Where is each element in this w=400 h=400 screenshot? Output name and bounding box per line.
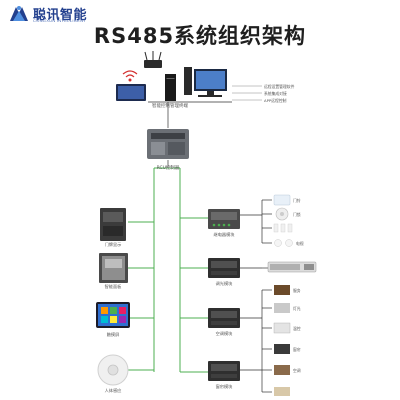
logo-mark-icon bbox=[10, 6, 28, 21]
rcu-controller-icon bbox=[147, 129, 189, 159]
right-module-label-0: 继电器模块 bbox=[214, 231, 236, 238]
right-item-7: 空调 bbox=[293, 368, 301, 373]
touch-screen-icon bbox=[96, 302, 130, 328]
tv-icon bbox=[274, 285, 290, 295]
left-device-label-2: 触摸屏 bbox=[107, 331, 120, 338]
left-device-label-0: 门牌显示 bbox=[105, 241, 122, 248]
doorbell-icon bbox=[273, 194, 291, 206]
side-note-3: APP远程控制 bbox=[264, 98, 287, 103]
right-item-3: 服务 bbox=[293, 288, 301, 293]
tablet-icon bbox=[116, 84, 146, 101]
lamp-icon bbox=[274, 239, 293, 247]
door-lock-icon bbox=[275, 207, 289, 221]
door-display-icon bbox=[100, 208, 126, 241]
ac-unit-icon bbox=[267, 261, 317, 273]
light-icon bbox=[273, 322, 291, 334]
smart-panel-icon bbox=[99, 253, 128, 283]
right-item-0: 门铃 bbox=[293, 198, 301, 203]
ac-module-icon bbox=[208, 308, 240, 328]
right-item-2: 电视 bbox=[296, 241, 304, 246]
side-note-lines bbox=[232, 85, 262, 101]
bulb-icon bbox=[273, 223, 293, 233]
thermostat-icon bbox=[274, 344, 290, 354]
curtain-icon bbox=[274, 365, 290, 375]
right-module-label-3: 窗帘模块 bbox=[216, 383, 234, 390]
controller-label: RCU控制器 bbox=[157, 164, 180, 171]
service-icon bbox=[274, 303, 290, 313]
connection-lines bbox=[148, 101, 272, 393]
side-note-1: 远程设置管理软件 bbox=[264, 84, 295, 89]
computer-icon bbox=[184, 67, 227, 97]
page-title: RS485系统组织架构 bbox=[93, 24, 307, 48]
right-item-4: 灯光 bbox=[293, 306, 301, 311]
logo-subtitle: CONGXUN INTELLIGENT bbox=[33, 18, 87, 23]
logo-name: 聪讯智能 bbox=[33, 8, 88, 23]
dimmer-module-icon bbox=[208, 258, 240, 278]
rs485-bus bbox=[128, 167, 208, 373]
left-device-label-3: 人体感应 bbox=[105, 387, 122, 394]
right-module-label-1: 调光模块 bbox=[216, 280, 234, 287]
side-note-2: 系统集成对接 bbox=[264, 91, 287, 96]
right-module-label-2: 空调模块 bbox=[216, 330, 234, 337]
logo: 聪讯智能 CONGXUN INTELLIGENT bbox=[8, 3, 128, 25]
gateway-icon bbox=[165, 74, 176, 101]
right-item-5: 温控 bbox=[293, 326, 301, 331]
left-device-label-1: 智能面板 bbox=[105, 283, 123, 290]
right-item-6: 窗帘 bbox=[293, 347, 301, 352]
wifi-icon bbox=[122, 70, 138, 82]
right-item-1: 门锁 bbox=[293, 212, 301, 217]
top-devices-label: 智能控制管理终端 bbox=[152, 102, 188, 109]
curtain-module-icon bbox=[208, 361, 240, 381]
motor-icon bbox=[274, 387, 290, 396]
motion-sensor-icon bbox=[97, 354, 129, 386]
relay-module-icon bbox=[208, 209, 240, 229]
router-icon bbox=[144, 51, 162, 68]
